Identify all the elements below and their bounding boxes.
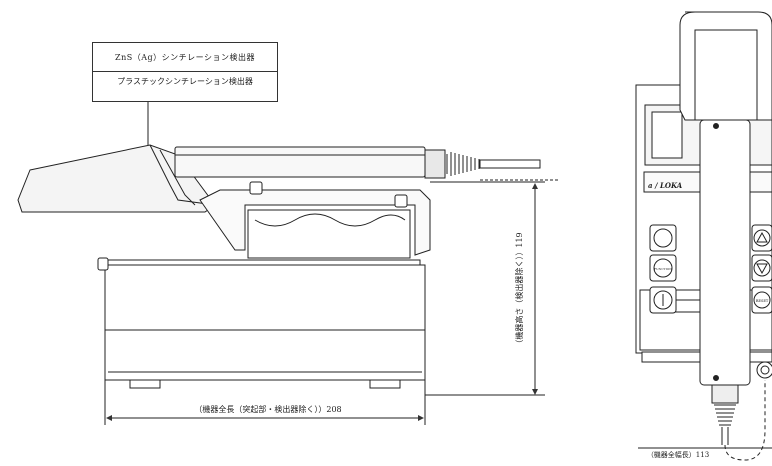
cable-spring [446,152,480,176]
length-dimension-label: （機器全長（突起部・検出器除く））208 [194,404,341,414]
front-buttons [649,224,772,314]
width-dimension-label: （機器全幅長）113 [647,450,709,459]
body-grip [247,209,411,259]
detector-callout-box: ZnS（Ag）シンチレーション検出器 プラスチックシンチレーション検出器 [92,42,278,102]
front-reset-label: RESET [756,299,769,303]
front-function-label: FUNCTION [654,267,672,271]
main-body-lower [104,264,426,381]
height-dimension-label: （機器高さ（検出器除く））119 [514,232,524,347]
front-view [635,11,772,461]
detector-connector [424,149,446,179]
front-probe-shaft [699,119,751,386]
side-view [17,102,560,425]
callout-divider [93,71,277,72]
front-cable-spring [714,404,736,426]
front-cable-loop [724,380,766,461]
front-brand-label: a / LOKA [648,181,683,190]
detector-tube [174,146,426,178]
detector-cable [479,159,541,169]
callout-zns-detector: ZnS（Ag）シンチレーション検出器 [115,53,255,62]
callout-plastic-detector: プラスチックシンチレーション検出器 [117,77,253,86]
